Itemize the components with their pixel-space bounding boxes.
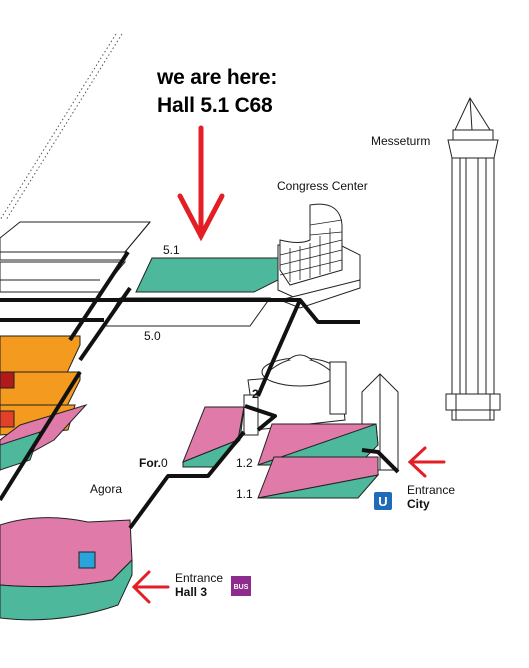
rail-lines [0,33,123,221]
forum-0-floor[interactable] [182,406,245,468]
entrance-city-line2: City [407,497,430,511]
forum-0-label: For.0 [139,456,168,470]
hall-2-label: 2 [252,387,259,401]
bus-icon: BUS [231,576,251,596]
forum-number: 0 [161,456,168,470]
messeturm-tower[interactable] [445,96,501,421]
hall-1-2-label: 1.2 [236,456,253,470]
hall-5-0-label: 5.0 [144,329,161,343]
walkways [0,250,400,530]
hall-1-1-floor[interactable] [257,456,380,499]
hall-left-floor[interactable] [0,403,88,471]
hall-5-1-label: 5.1 [163,243,180,257]
agora-label: Agora [90,482,122,496]
entrance-hall3-line1: Entrance [175,571,223,585]
entrance-city-line1: Entrance [407,483,455,497]
forum-prefix: For. [139,456,161,470]
hall-5-1-floor[interactable] [135,257,279,293]
entrance-arrow-icon [407,446,446,478]
hall-1-2-floor[interactable] [257,423,379,466]
subway-badge-label: U [378,494,387,509]
congress-center-label: Congress Center [277,179,368,193]
messeturm-label: Messeturm [371,134,430,148]
hall-1-1-label: 1.1 [236,487,253,501]
callout-line-1: we are here: [157,66,278,89]
callout-line-2: Hall 5.1 C68 [157,94,273,117]
hall-5-0-floor[interactable] [103,297,271,327]
you-are-here-arrow-icon [177,125,225,242]
entrance-hall3-line2: Hall 3 [175,585,207,599]
congress-center-building[interactable] [277,203,361,309]
hall-5-building[interactable] [0,221,152,293]
hall-3-marker [78,551,96,569]
hall-3-floor[interactable] [0,517,133,621]
entrance-arrow-icon [131,570,170,604]
you-are-here-callout: we are here: Hall 5.1 C68 [157,64,277,120]
bus-badge-label: BUS [234,584,249,591]
subway-icon: U [374,492,392,510]
